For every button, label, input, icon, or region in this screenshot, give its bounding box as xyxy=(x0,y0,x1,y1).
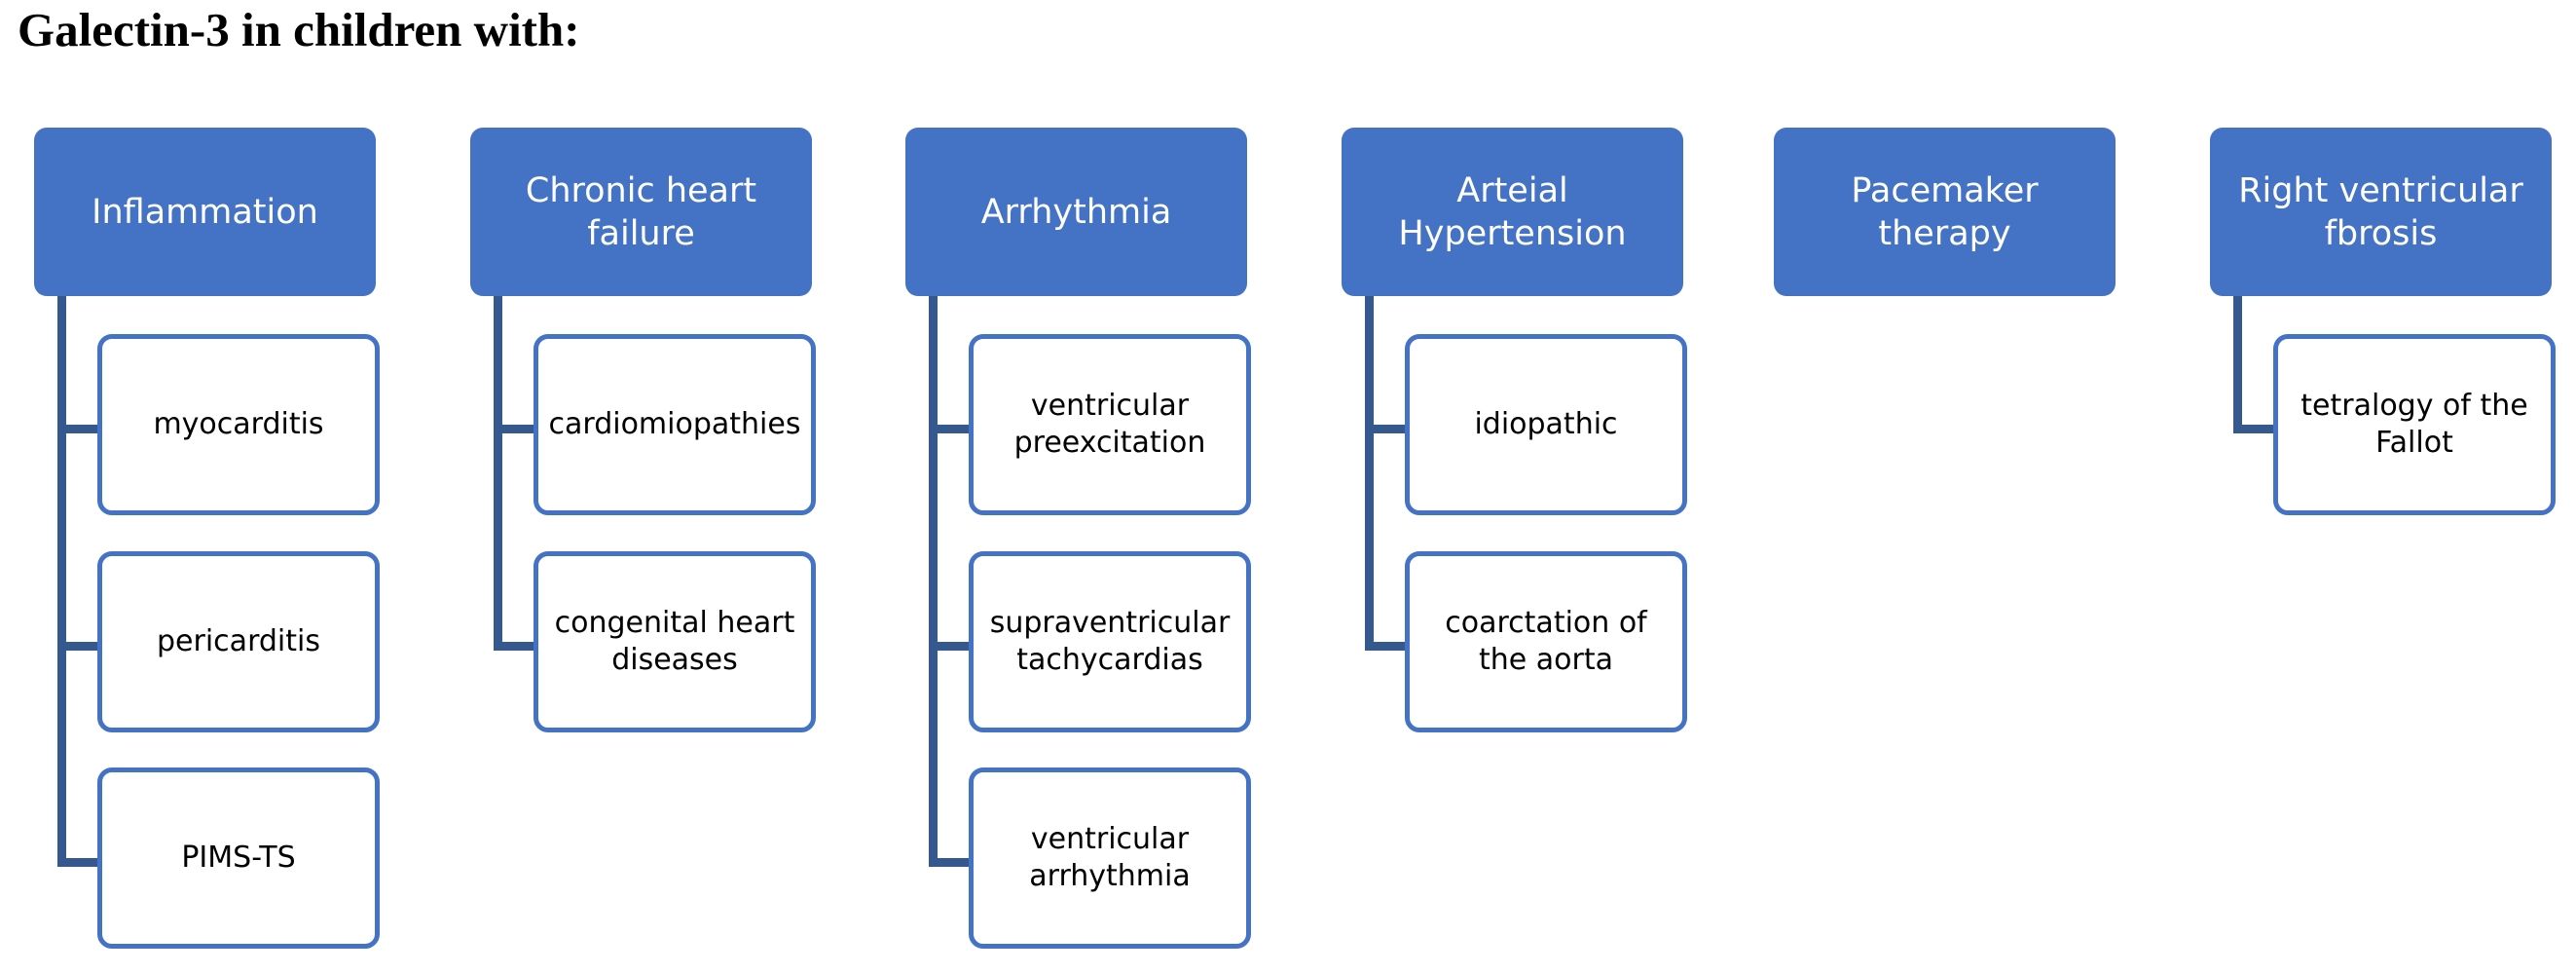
connector-trunk-chronic-heart-failure xyxy=(494,296,502,650)
connector-stub-idiopathic xyxy=(1365,425,1410,433)
connector-stub-tetralogy-of-the-fallot xyxy=(2233,425,2278,433)
connector-trunk-arteial-hypertension xyxy=(1365,296,1374,650)
node-header-arteial-hypertension[interactable]: Arteial Hypertension xyxy=(1342,128,1683,296)
node-child-congenital-heart-diseases[interactable]: congenital heart diseases xyxy=(534,551,816,732)
node-header-inflammation[interactable]: Inflammation xyxy=(34,128,376,296)
connector-stub-coarctation-of-the-aorta xyxy=(1365,642,1410,651)
node-header-right-ventricular-fbrosis[interactable]: Right ventricular fbrosis xyxy=(2210,128,2552,296)
node-child-idiopathic[interactable]: idiopathic xyxy=(1405,334,1687,515)
node-header-arrhythmia[interactable]: Arrhythmia xyxy=(905,128,1247,296)
connector-stub-ventricular-preexcitation xyxy=(929,425,974,433)
connector-stub-congenital-heart-diseases xyxy=(494,642,538,651)
connector-stub-pericarditis xyxy=(57,642,102,651)
connector-stub-cardiomiopathies xyxy=(494,425,538,433)
node-header-chronic-heart-failure[interactable]: Chronic heart failure xyxy=(470,128,812,296)
node-child-pericarditis[interactable]: pericarditis xyxy=(97,551,380,732)
node-child-tetralogy-of-the-fallot[interactable]: tetralogy of the Fallot xyxy=(2273,334,2556,515)
node-child-cardiomiopathies[interactable]: cardiomiopathies xyxy=(534,334,816,515)
connector-trunk-arrhythmia xyxy=(929,296,938,867)
node-header-pacemaker-therapy[interactable]: Pacemaker therapy xyxy=(1774,128,2116,296)
node-child-ventricular-arrhythmia[interactable]: ventricular arrhythmia xyxy=(969,767,1251,949)
connector-trunk-inflammation xyxy=(57,296,66,867)
connector-trunk-right-ventricular-fbrosis xyxy=(2233,296,2242,433)
page-title: Galectin-3 in children with: xyxy=(18,3,580,56)
node-child-supraventricular-tachycardias[interactable]: supraventricular tachycardias xyxy=(969,551,1251,732)
node-child-myocarditis[interactable]: myocarditis xyxy=(97,334,380,515)
connector-stub-ventricular-arrhythmia xyxy=(929,858,974,867)
connector-stub-myocarditis xyxy=(57,425,102,433)
node-child-ventricular-preexcitation[interactable]: ventricular preexcitation xyxy=(969,334,1251,515)
node-child-pims-ts[interactable]: PIMS-TS xyxy=(97,767,380,949)
connector-stub-supraventricular-tachycardias xyxy=(929,642,974,651)
connector-stub-pims-ts xyxy=(57,858,102,867)
node-child-coarctation-of-the-aorta[interactable]: coarctation of the aorta xyxy=(1405,551,1687,732)
